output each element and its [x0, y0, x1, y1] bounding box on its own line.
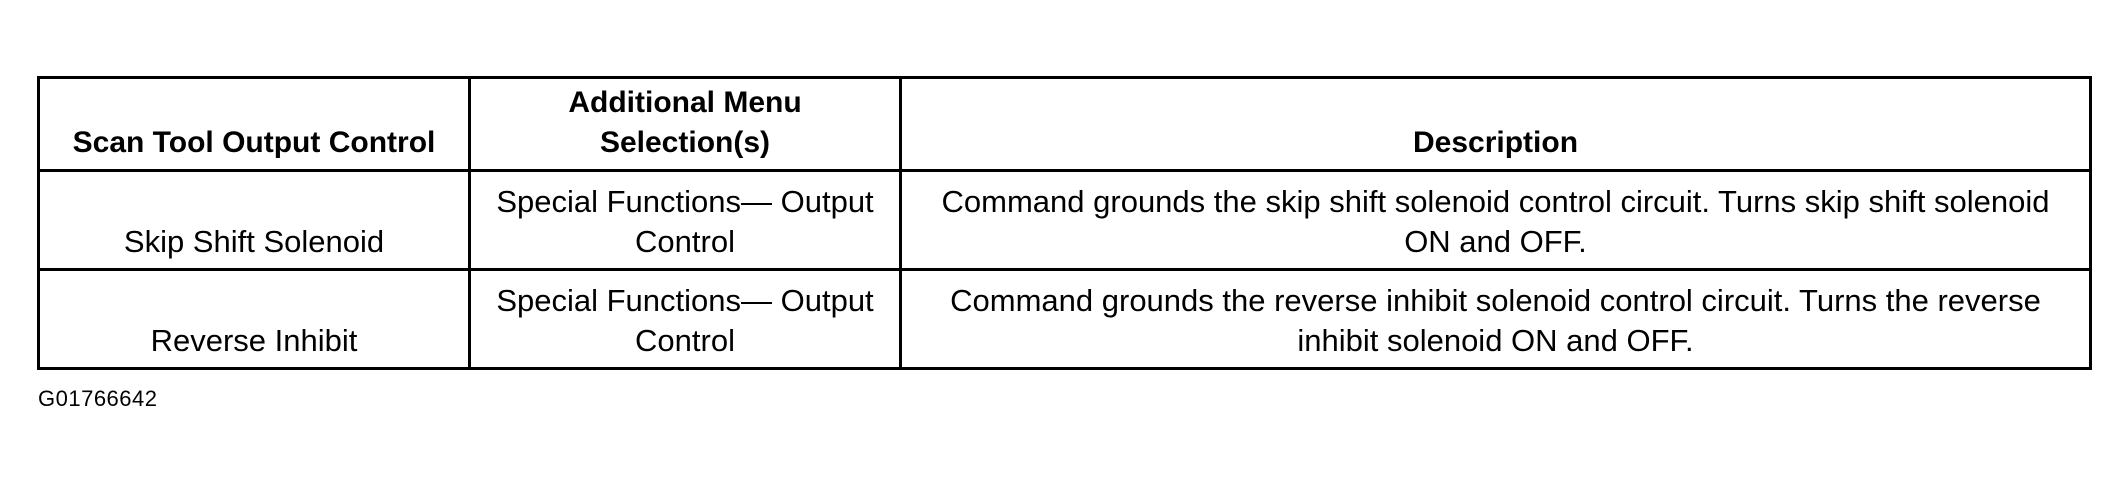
cell-description: Command grounds the skip shift solenoid …	[899, 169, 2092, 271]
cell-description: Command grounds the reverse inhibit sole…	[899, 268, 2092, 370]
cell-output-control: Skip Shift Solenoid	[37, 169, 471, 271]
column-header-scan-tool-output-control: Scan Tool Output Control	[37, 76, 471, 172]
table-header-row: Scan Tool Output Control Additional Menu…	[37, 76, 2092, 172]
table-row: Skip Shift Solenoid Special Functions— O…	[37, 169, 2092, 271]
column-header-additional-menu-selections: Additional Menu Selection(s)	[468, 76, 902, 172]
output-control-table-container: Scan Tool Output Control Additional Menu…	[37, 76, 2092, 370]
cell-menu-selection: Special Functions— Output Control	[468, 169, 902, 271]
column-header-description: Description	[899, 76, 2092, 172]
table-row: Reverse Inhibit Special Functions— Outpu…	[37, 268, 2092, 370]
cell-menu-selection: Special Functions— Output Control	[468, 268, 902, 370]
figure-id-label: G01766642	[38, 386, 158, 411]
cell-output-control: Reverse Inhibit	[37, 268, 471, 370]
output-control-table: Scan Tool Output Control Additional Menu…	[37, 76, 2092, 370]
